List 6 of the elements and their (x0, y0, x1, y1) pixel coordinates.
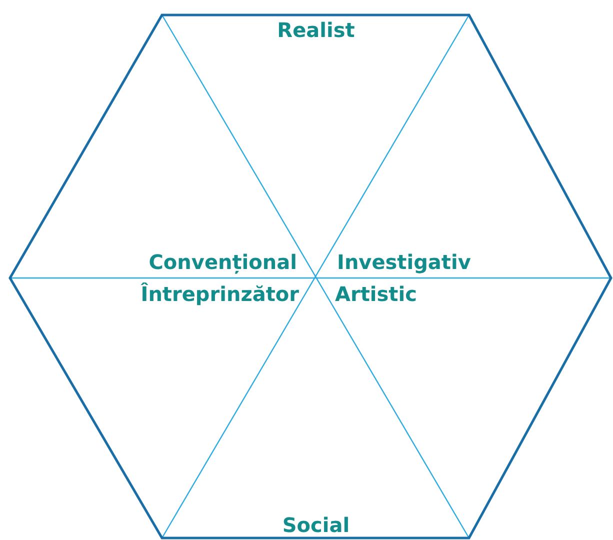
axis-label: Artistic (335, 282, 417, 306)
axis-label: Întreprinzător (140, 282, 299, 306)
axis-label: Social (282, 513, 350, 537)
axis-label: Convențional (148, 250, 297, 274)
axis-label: Realist (277, 18, 355, 42)
axis-label: Investigativ (337, 250, 471, 274)
